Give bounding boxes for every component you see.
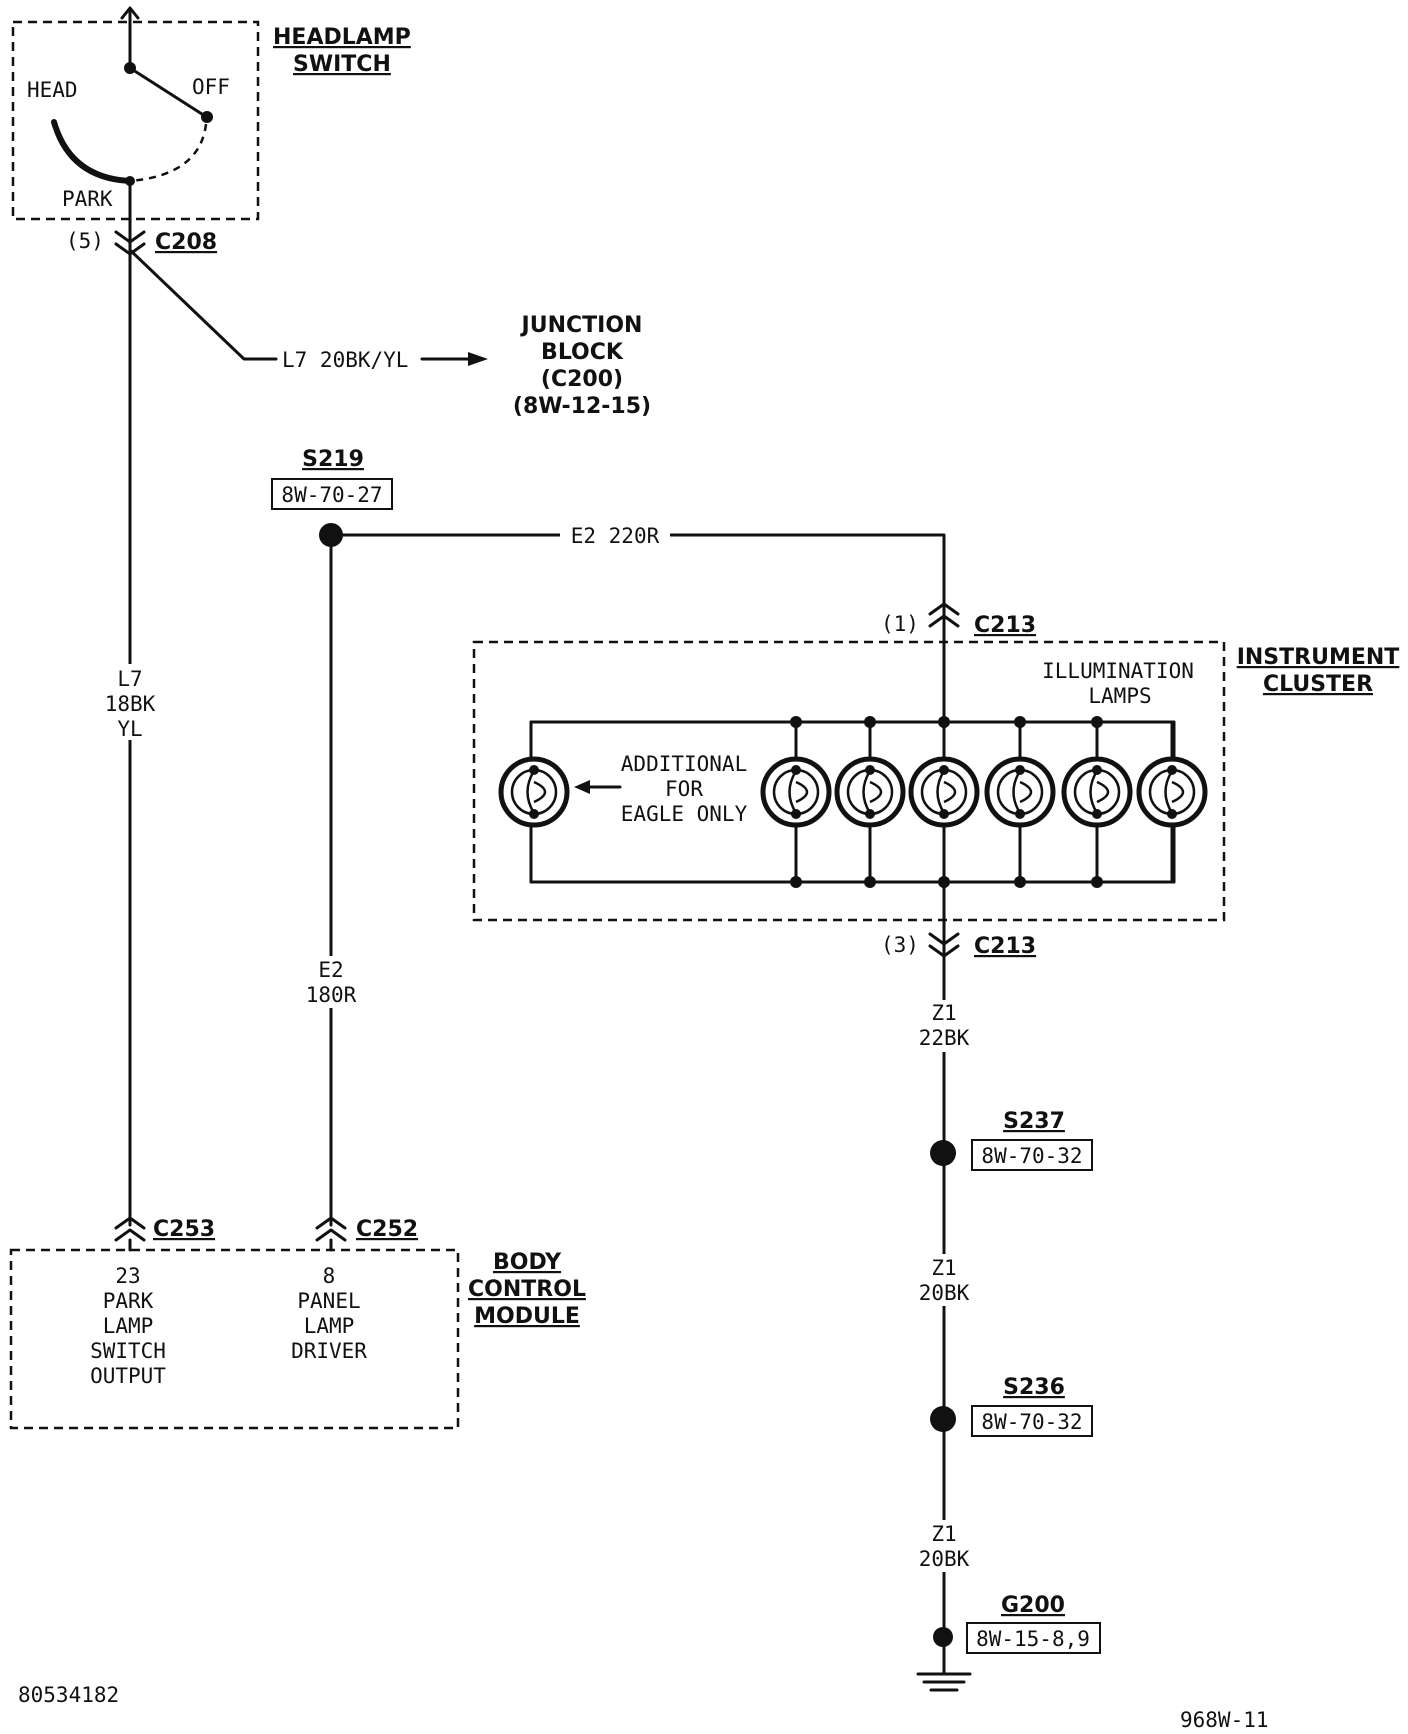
- bcm-pin23-line1: PARK: [103, 1289, 154, 1313]
- s236-splice-dot: [930, 1406, 956, 1432]
- switch-head-park-arc: [51, 119, 133, 184]
- switch-blade: [128, 66, 207, 118]
- switch-off-contact: [201, 111, 213, 123]
- c213-bottom-pin: (3): [881, 933, 919, 957]
- eagle-only-lamp: [498, 756, 570, 828]
- illumination-lamp: [760, 716, 832, 888]
- wire-z1-c-circuit: Z1: [931, 1522, 956, 1546]
- s236-label: S236: [1003, 1375, 1065, 1400]
- c252-label: C252: [356, 1217, 418, 1242]
- switch-position-head: HEAD: [27, 78, 78, 102]
- s237-label: S237: [1003, 1109, 1065, 1134]
- instrument-cluster-box: [472, 640, 1226, 922]
- wire-e2-left-circuit: E2: [318, 958, 343, 982]
- c208-label: C208: [155, 230, 217, 255]
- bcm-pin23-line3: SWITCH: [90, 1339, 166, 1363]
- bcm-pin8-number: 8: [323, 1264, 336, 1288]
- bcm-pin8-line2: LAMP: [304, 1314, 355, 1338]
- illumination-lamps-label-1: ILLUMINATION: [1042, 659, 1194, 683]
- wire-e2-top-label: E2 220R: [571, 524, 660, 548]
- wire-e2-top: [329, 533, 946, 612]
- bcm-title-2: CONTROL: [468, 1277, 586, 1302]
- junction-block-title-1: JUNCTION: [520, 313, 643, 338]
- headlamp-switch-box: [11, 20, 260, 221]
- wire-z1-b-circuit: Z1: [931, 1256, 956, 1280]
- bcm-pin23-line4: OUTPUT: [90, 1364, 166, 1388]
- bcm-pin23-line2: LAMP: [103, 1314, 154, 1338]
- s219-ref: 8W-70-27: [281, 483, 382, 507]
- c213-top-label: C213: [974, 613, 1036, 638]
- s219-label: S219: [302, 447, 364, 472]
- eagle-note-1: ADDITIONAL: [621, 752, 747, 776]
- bcm-pin8-line3: DRIVER: [291, 1339, 367, 1363]
- g200-ref: 8W-15-8,9: [976, 1627, 1090, 1651]
- connector-c253: C253: [114, 1216, 215, 1242]
- wire-z1-b-gauge: 20BK: [919, 1281, 970, 1305]
- splice-s219: S219 8W-70-27: [271, 447, 393, 547]
- wire-z1-a-circuit: Z1: [931, 1001, 956, 1025]
- eagle-note-3: EAGLE ONLY: [621, 802, 748, 826]
- wire-l7-color: YL: [117, 717, 142, 741]
- connector-c208: (5) C208: [66, 229, 217, 256]
- wire-z1-a-gauge: 22BK: [919, 1026, 970, 1050]
- g200-label: G200: [1001, 1593, 1065, 1618]
- junction-branch: L7 20BK/YL JUNCTION BLOCK (C200) (8W-12-…: [128, 248, 651, 419]
- instrument-cluster-title-1: INSTRUMENT: [1237, 645, 1400, 670]
- ground-g200: G200 8W-15-8,9: [916, 1593, 1101, 1692]
- wire-l7-circuit: L7: [117, 667, 142, 691]
- body-control-module: BODY CONTROL MODULE 23 PARK LAMP SWITCH …: [9, 1248, 586, 1430]
- c253-label: C253: [153, 1217, 215, 1242]
- bcm-pin23-number: 23: [115, 1264, 140, 1288]
- headlamp-switch-title-1: HEADLAMP: [273, 25, 411, 50]
- splice-s236: S236 8W-70-32: [930, 1375, 1093, 1437]
- bcm-title-3: MODULE: [474, 1304, 580, 1329]
- c208-pin: (5): [66, 229, 104, 253]
- c213-top-pin: (1): [881, 612, 919, 636]
- s237-splice-dot: [930, 1140, 956, 1166]
- splice-s237: S237 8W-70-32: [930, 1109, 1093, 1171]
- footer-left-code: 80534182: [18, 1683, 119, 1707]
- illumination-lamp: [1136, 720, 1208, 884]
- bcm-box: [9, 1248, 460, 1430]
- footer-right-code: 968W-11: [1180, 1708, 1269, 1732]
- illumination-lamp: [908, 716, 980, 888]
- junction-block-page-ref: (8W-12-15): [513, 394, 651, 419]
- junction-wire-label: L7 20BK/YL: [282, 348, 408, 372]
- c213-bottom-label: C213: [974, 934, 1036, 959]
- junction-block-connector: (C200): [541, 367, 623, 392]
- wire-e2-left-gauge: 180R: [306, 983, 357, 1007]
- s237-ref: 8W-70-32: [981, 1144, 1082, 1168]
- connector-c252: C252: [315, 1216, 418, 1242]
- g200-dot: [933, 1627, 953, 1647]
- illumination-lamp: [1061, 716, 1133, 888]
- connector-c213-bottom: (3) C213: [881, 932, 1036, 959]
- eagle-note-2: FOR: [665, 777, 703, 801]
- wire-l7-gauge: 18BK: [105, 692, 156, 716]
- instrument-cluster-title-2: CLUSTER: [1263, 672, 1373, 697]
- headlamp-switch: HEAD OFF PARK HEADLAMP SWITCH: [11, 6, 411, 221]
- bcm-pin8-line1: PANEL: [297, 1289, 360, 1313]
- wire-z1-c-gauge: 20BK: [919, 1547, 970, 1571]
- illumination-lamp: [984, 716, 1056, 888]
- switch-position-park: PARK: [62, 187, 113, 211]
- connector-c213-top: (1) C213: [881, 602, 1036, 638]
- illumination-lamp: [834, 716, 906, 888]
- s236-ref: 8W-70-32: [981, 1410, 1082, 1434]
- junction-block-title-2: BLOCK: [541, 340, 624, 365]
- switch-position-off: OFF: [192, 75, 230, 99]
- headlamp-switch-title-2: SWITCH: [293, 52, 391, 77]
- instrument-cluster: INSTRUMENT CLUSTER ILLUMINATION LAMPS AD…: [472, 640, 1400, 922]
- illumination-lamps-label-2: LAMPS: [1088, 684, 1151, 708]
- bcm-title-1: BODY: [493, 1250, 562, 1275]
